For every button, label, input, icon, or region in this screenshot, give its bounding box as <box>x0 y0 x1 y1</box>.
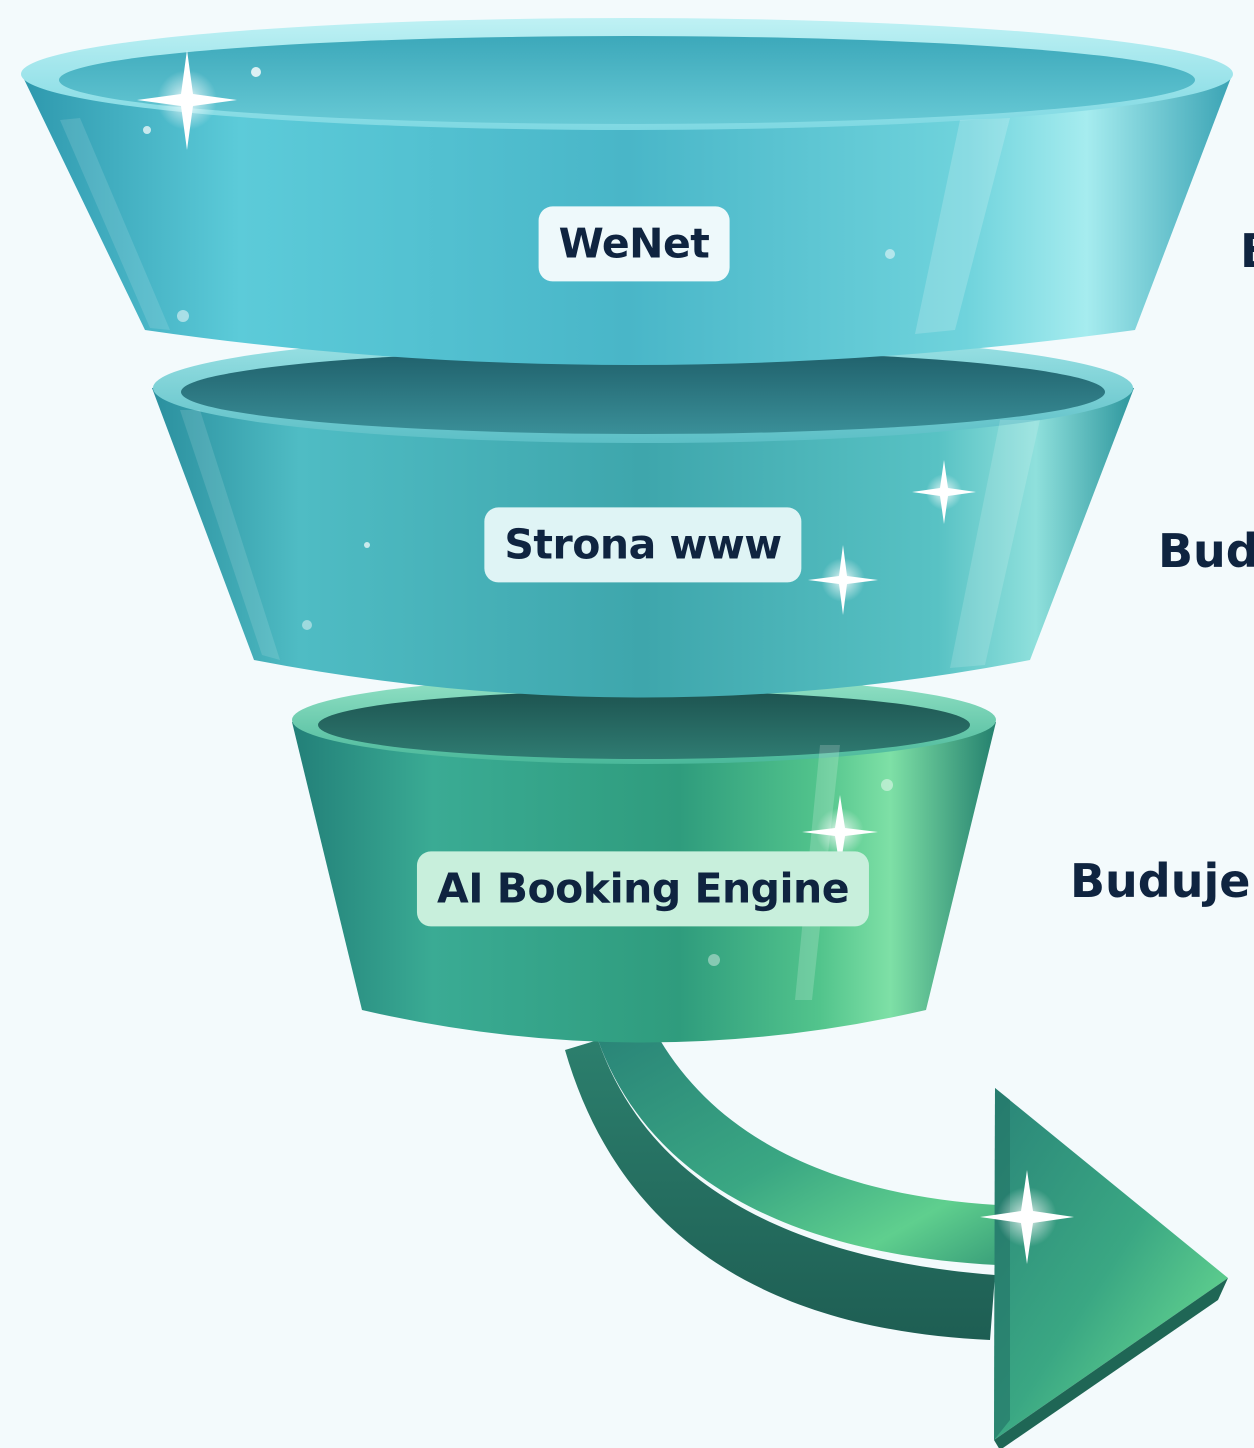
side-text-2: Bud <box>1158 524 1254 578</box>
side-text-1: B <box>1240 228 1254 274</box>
side-text-3: Buduje <box>1070 854 1251 908</box>
funnel-label-strona-www: Strona www <box>484 507 802 583</box>
funnel-label-ai-booking-engine: AI Booking Engine <box>416 851 870 927</box>
sparkle-icon <box>137 50 1074 1264</box>
funnel-tier-top <box>21 18 1233 365</box>
funnel-label-wenet: WeNet <box>538 206 730 282</box>
curved-arrow-icon <box>565 1040 1228 1448</box>
funnel-tier-middle <box>152 333 1134 698</box>
